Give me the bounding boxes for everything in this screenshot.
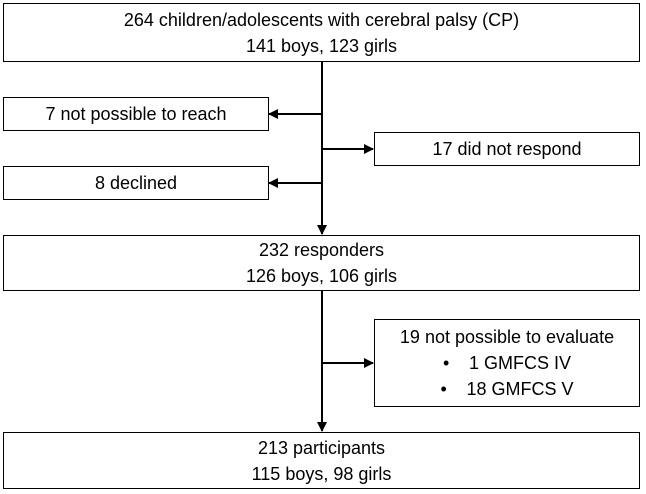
not-reachable-box: 7 not possible to reach: [3, 97, 269, 131]
not-evaluable-box: 19 not possible to evaluate • 1 GMFCS IV…: [374, 319, 640, 407]
participants-label: 213 participants: [257, 437, 386, 458]
no-response-label: 17 did not respond: [432, 139, 582, 159]
no-response-box: 17 did not respond: [374, 132, 640, 166]
participants-sex-split: 115 boys, 98 girls: [251, 463, 392, 484]
responders-box: 232 responders 126 boys, 106 girls: [3, 235, 640, 291]
declined-label: 8 declined: [94, 173, 178, 193]
declined-box: 8 declined: [3, 166, 269, 200]
total-cohort-label: 264 children/adolescents with cerebral p…: [123, 9, 520, 30]
gmfcs-iv-label: 1 GMFCS IV: [468, 353, 571, 373]
bullet-icon: •: [440, 379, 447, 399]
bullet-icon: •: [442, 353, 450, 373]
not-evaluable-title: 19 not possible to evaluate: [399, 327, 615, 347]
gmfcs-v-label: 18 GMFCS V: [466, 379, 574, 399]
responders-label: 232 responders: [258, 240, 385, 260]
total-cohort-sex-split: 141 boys, 123 girls: [245, 35, 398, 56]
gmfcs-v-item: • 18 GMFCS V: [440, 376, 573, 402]
participants-box: 213 participants 115 boys, 98 girls: [3, 432, 640, 489]
gmfcs-iv-item: • 1 GMFCS IV: [443, 350, 571, 376]
responders-sex-split: 126 boys, 106 girls: [245, 266, 398, 286]
total-cohort-box: 264 children/adolescents with cerebral p…: [3, 3, 640, 62]
not-reachable-label: 7 not possible to reach: [45, 104, 227, 124]
